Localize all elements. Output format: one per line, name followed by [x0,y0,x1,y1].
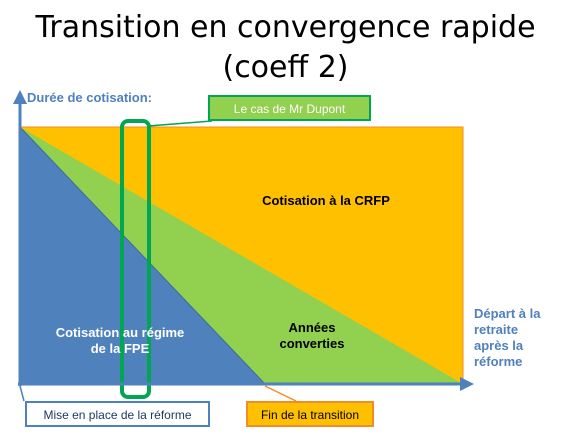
end-transition-callout: Fin de la transition [246,401,374,427]
converted-zone-label: Années converties [279,320,345,351]
y-axis-label: Durée de cotisation: [27,90,152,105]
title-line-1: Transition en convergence rapide [35,10,536,45]
x-axis-arrow-icon [460,377,474,391]
x-axis-label: Départ à la retraite après la réforme [474,306,541,369]
title-line-2: (coeff 2) [222,50,349,85]
reform-callout: Mise en place de la réforme [25,401,210,427]
end-transition-connector [264,385,297,402]
dupont-callout: Le cas de Mr Dupont [208,95,371,121]
page-title: Transition en convergence rapide (coeff … [0,8,571,88]
dupont-connector [147,120,213,127]
reform-connector [19,385,25,402]
crfp-zone-label: Cotisation à la CRFP [262,193,390,208]
dupont-highlight-frame [120,119,151,399]
fpe-zone-label: Cotisation au régime de la FPE [55,325,185,356]
y-axis-arrow-icon [13,90,27,104]
